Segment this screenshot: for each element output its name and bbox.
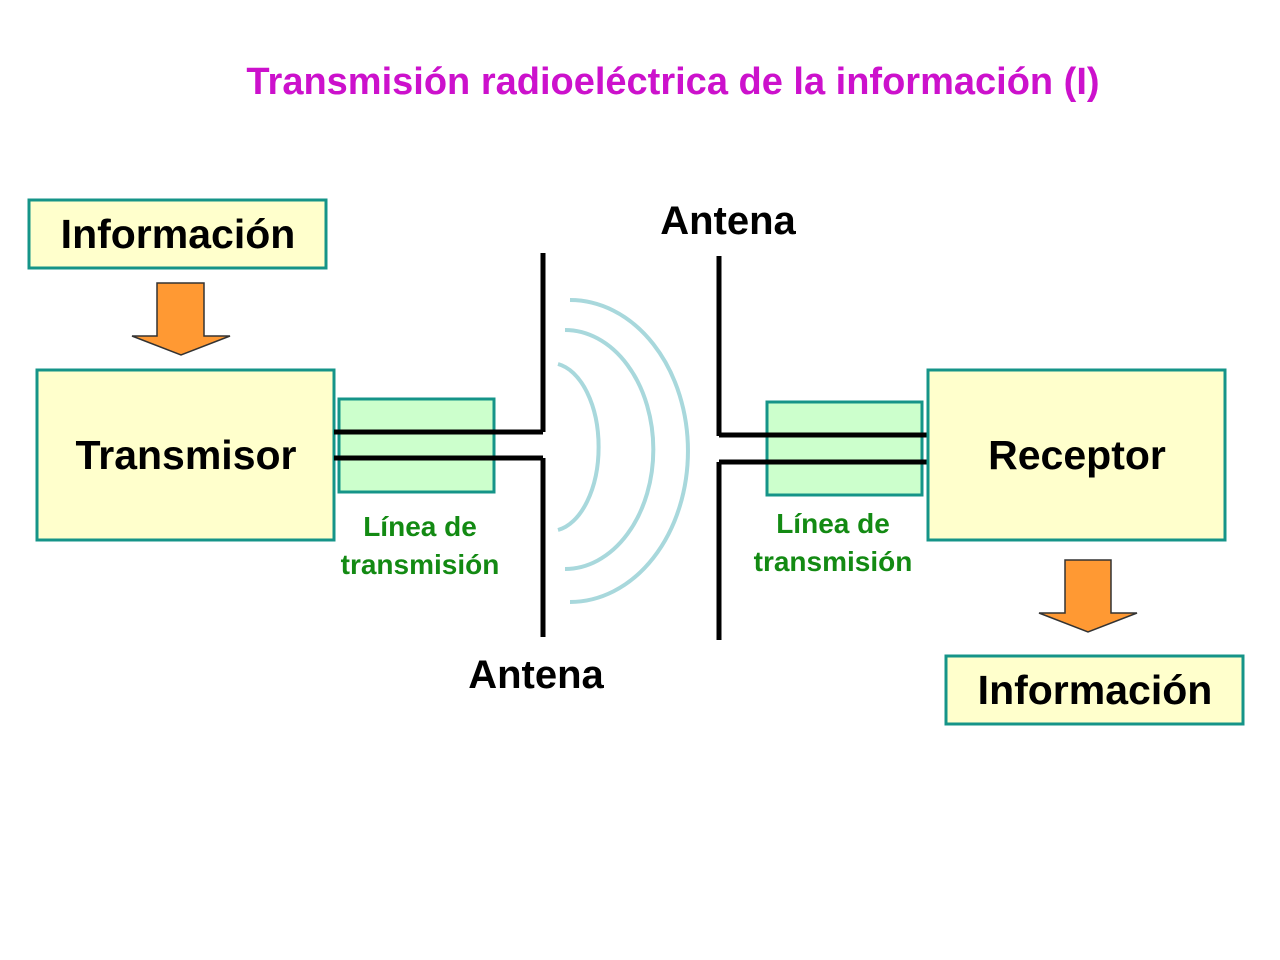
down-arrow-icon: [131, 282, 231, 356]
wave-middle: [564, 328, 656, 571]
wave-outer: [569, 298, 690, 604]
wave-inner: [557, 362, 601, 532]
info-input-label: Información: [61, 211, 296, 257]
info-output-box: [944, 654, 1245, 726]
info-input-box: [27, 198, 328, 270]
rx-transmission-line-box: [765, 400, 924, 497]
tx-line-label-2: transmisión: [341, 549, 500, 580]
rx-line-label-2: transmisión: [754, 546, 913, 577]
receiver-label: Receptor: [988, 432, 1166, 478]
radio-waves-icon: [557, 298, 690, 604]
transmitter-box: [35, 368, 336, 542]
info-output-label: Información: [978, 667, 1213, 713]
tx-transmission-line-box: [337, 397, 496, 494]
tx-antenna-label: Antena: [468, 653, 604, 697]
rx-antenna-label: Antena: [660, 199, 796, 243]
transmitter-label: Transmisor: [75, 432, 296, 478]
info-input-node: Información: [27, 198, 328, 270]
transmitter-node: Transmisor: [35, 368, 336, 542]
down-arrow-icon: [1038, 559, 1138, 633]
rx-line-label-1: Línea de: [776, 508, 890, 539]
tx-line-label-1: Línea de: [363, 511, 477, 542]
receiver-box: [926, 368, 1227, 542]
info-output-node: Información: [944, 654, 1245, 726]
receiver-node: Receptor: [926, 368, 1227, 542]
page-title: Transmisión radioeléctrica de la informa…: [246, 61, 1099, 103]
